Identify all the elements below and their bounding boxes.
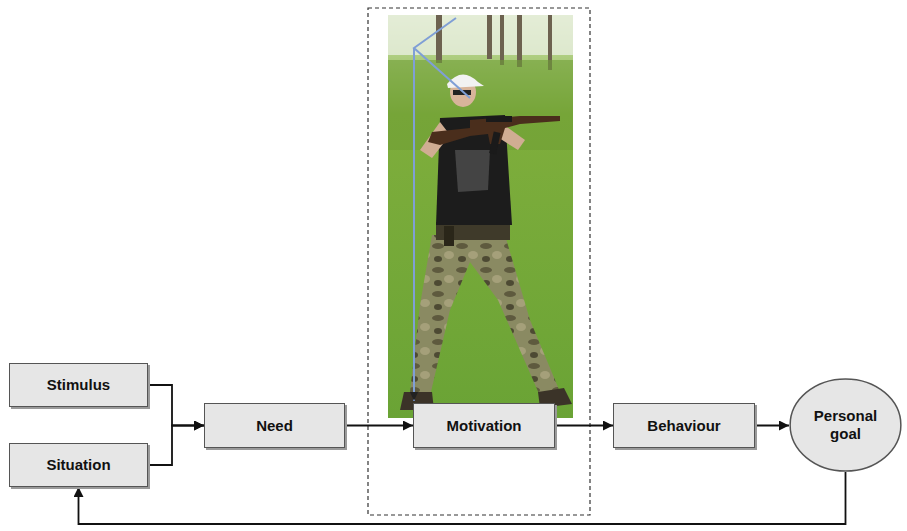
node-label: Motivation — [447, 417, 522, 435]
node-label: Situation — [46, 456, 110, 474]
process-box: Need — [204, 403, 345, 448]
node-label: Behaviour — [647, 417, 720, 435]
process-box: Motivation — [413, 403, 555, 448]
person-figure — [400, 74, 572, 410]
flow-arrow — [148, 426, 204, 466]
node-label: Need — [256, 417, 293, 435]
process-box: Behaviour — [613, 403, 755, 448]
node-label: Stimulus — [47, 376, 110, 394]
flow-arrow — [148, 385, 204, 426]
leader-line — [413, 48, 415, 401]
node-label: Personal goal — [807, 407, 885, 443]
leader-line — [414, 18, 470, 98]
flow-arrow — [345, 425, 413, 427]
flow-arrow — [79, 472, 846, 524]
flow-arrow — [555, 425, 613, 427]
flow-arrow — [755, 425, 789, 427]
process-box: Stimulus — [9, 363, 148, 407]
goal-ellipse: Personal goal — [789, 378, 902, 472]
photo-ground — [388, 15, 573, 418]
dashed-frame — [368, 8, 590, 515]
process-box: Situation — [9, 443, 148, 487]
